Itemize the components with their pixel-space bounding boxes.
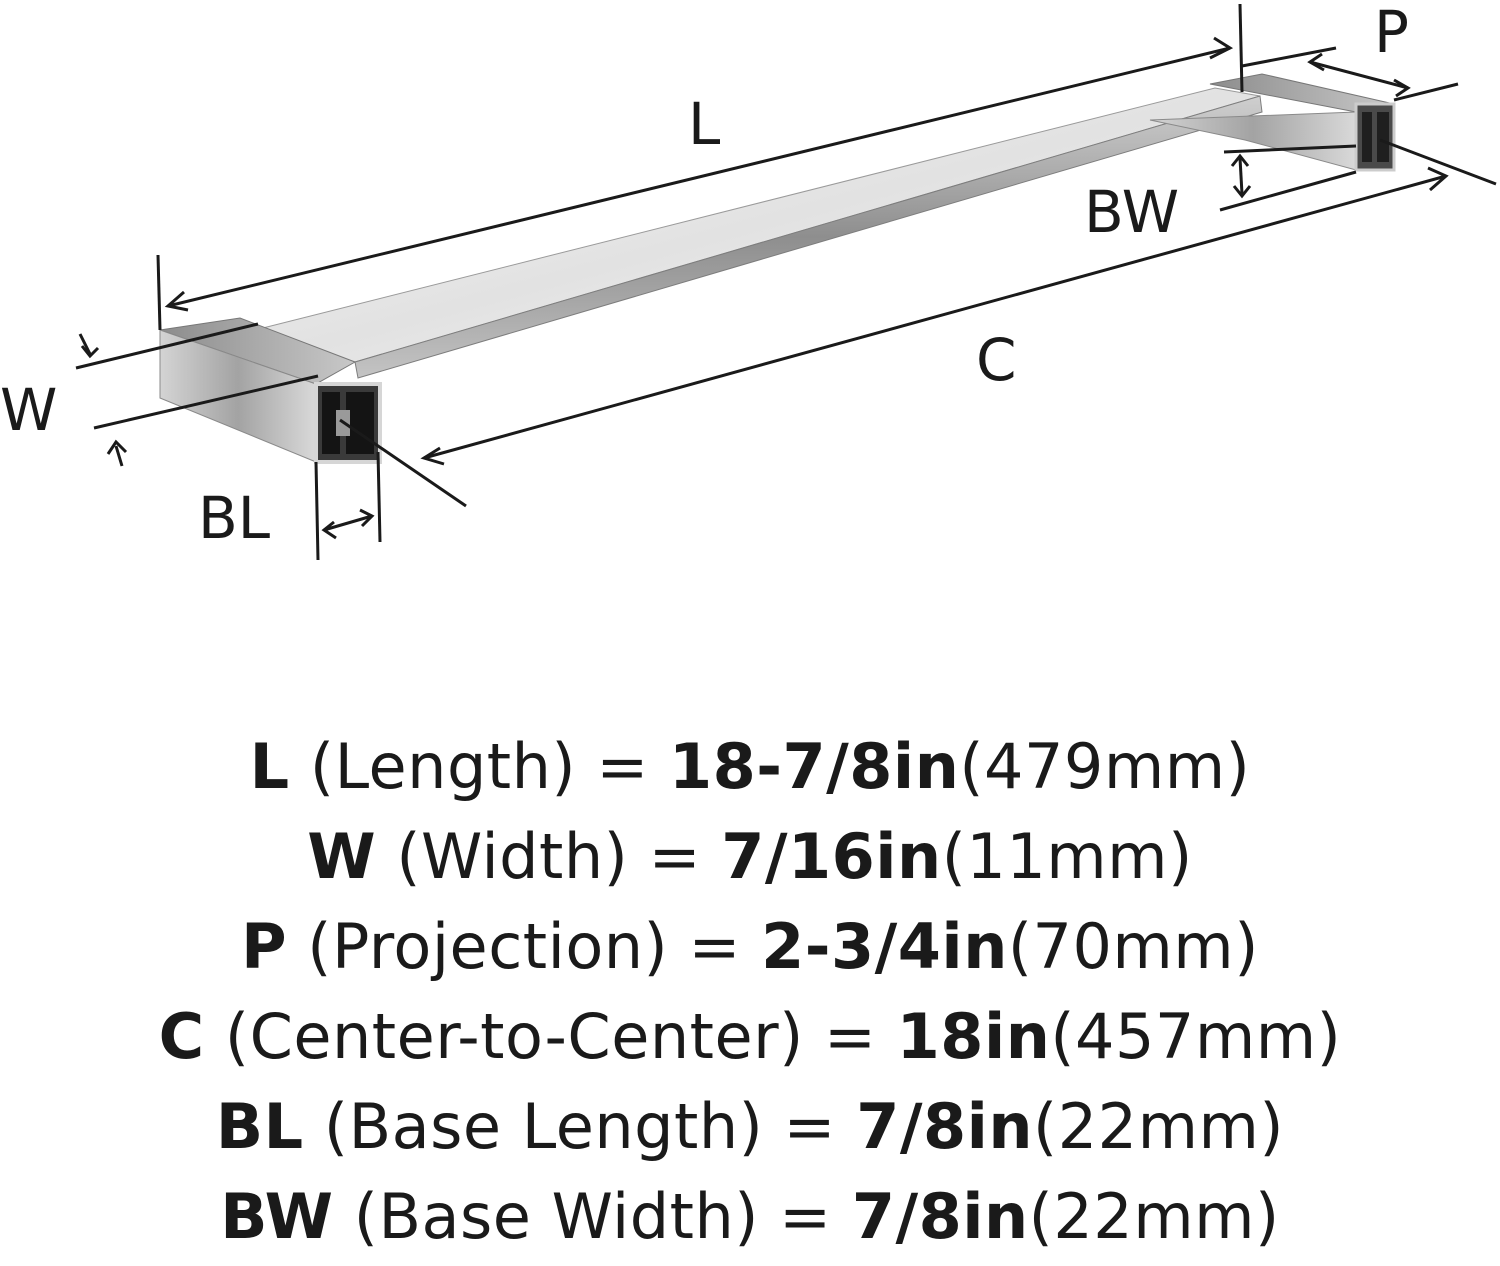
spec-row-length: L (Length) = 18-7/8in(479mm) — [0, 722, 1500, 812]
spec-row-base-length: BL (Base Length) = 7/8in(22mm) — [0, 1082, 1500, 1172]
spec-metric: (70mm) — [1007, 910, 1259, 983]
spec-equals: = — [824, 1000, 877, 1073]
spec-imperial: 7/8in — [851, 1180, 1029, 1253]
spec-name: (Length) — [309, 730, 577, 803]
spec-code: BW — [220, 1180, 334, 1253]
spec-name: (Base Length) — [323, 1090, 764, 1163]
spec-metric: (22mm) — [1033, 1090, 1285, 1163]
spec-name: (Width) — [396, 820, 629, 893]
spec-name: (Base Width) — [353, 1180, 759, 1253]
spec-imperial: 7/16in — [721, 820, 942, 893]
spec-equals: = — [596, 730, 649, 803]
spec-row-center-to-center: C (Center-to-Center) = 18in(457mm) — [0, 992, 1500, 1082]
spec-code: L — [249, 730, 290, 803]
dim-label-bl: BL — [198, 484, 270, 552]
dim-label-l: L — [688, 90, 720, 158]
spec-metric: (457mm) — [1050, 1000, 1342, 1073]
spec-code: P — [241, 910, 288, 983]
spec-row-width: W (Width) = 7/16in(11mm) — [0, 812, 1500, 902]
spec-equals: = — [648, 820, 702, 893]
spec-imperial: 2-3/4in — [761, 910, 1008, 983]
spec-equals: = — [688, 910, 741, 983]
dim-label-c: C — [976, 326, 1017, 394]
spec-code: C — [158, 1000, 205, 1073]
spec-code: W — [307, 820, 377, 893]
spec-name: (Center-to-Center) — [224, 1000, 804, 1073]
spec-imperial: 7/8in — [856, 1090, 1034, 1163]
spec-code: BL — [215, 1090, 304, 1163]
dim-label-w: W — [0, 376, 57, 444]
towel-bar-diagram: L P BW C W BL — [0, 0, 1497, 561]
spec-imperial: 18in — [896, 1000, 1051, 1073]
bar-front-face — [354, 95, 1263, 379]
dim-label-p: P — [1374, 0, 1409, 66]
spec-row-base-width: BW (Base Width) = 7/8in(22mm) — [0, 1172, 1500, 1262]
right-post-side — [1149, 111, 1357, 171]
spec-imperial: 18-7/8in — [669, 730, 960, 803]
dimension-lines — [75, 3, 1497, 561]
spec-metric: (11mm) — [941, 820, 1193, 893]
dimension-spec-list: L (Length) = 18-7/8in(479mm) W (Width) =… — [0, 722, 1500, 1262]
spec-name: (Projection) — [307, 910, 669, 983]
spec-equals: = — [783, 1090, 836, 1163]
dim-label-bw: BW — [1084, 178, 1179, 246]
spec-row-projection: P (Projection) = 2-3/4in(70mm) — [0, 902, 1500, 992]
spec-metric: (479mm) — [959, 730, 1251, 803]
towel-bar — [159, 73, 1396, 464]
spec-metric: (22mm) — [1028, 1180, 1280, 1253]
spec-equals: = — [779, 1180, 832, 1253]
